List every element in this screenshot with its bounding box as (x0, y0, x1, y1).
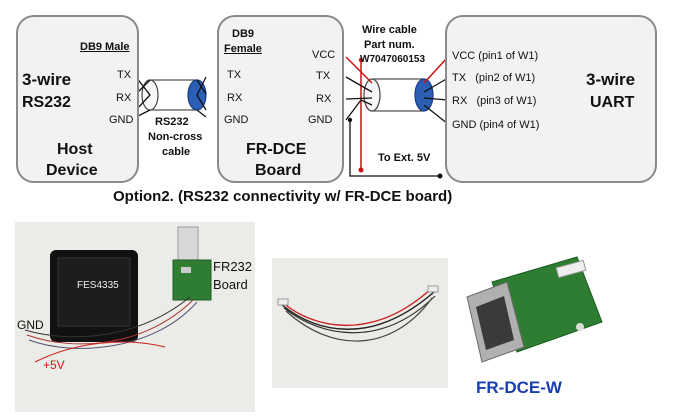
photo-gnd-label: GND (17, 318, 44, 332)
board-right-pin-rx: RX (316, 93, 332, 105)
fr-dce-board-box (217, 15, 344, 183)
board-right-pin-vcc: VCC (312, 49, 336, 61)
board-right-pin-gnd: GND (308, 114, 333, 126)
photo-display-text: FES4335 (77, 280, 119, 291)
wire-cable-label-line1: Wire cable (362, 24, 417, 36)
photo-wire-cable-graphic (277, 285, 439, 342)
rs232-cable-graphic (135, 76, 207, 118)
photo-fr-dce-w-board (462, 252, 612, 370)
wire-cable-graphic (345, 56, 449, 179)
host-device-box (16, 15, 139, 183)
host-title-line1: 3-wire (22, 70, 72, 89)
ext-5v-label: To Ext. 5V (378, 152, 431, 164)
board-name-line2: Board (255, 162, 302, 179)
uart-box (445, 15, 657, 183)
wire-cable-label-line2: Part num. (364, 39, 415, 51)
uart-title-line2: UART (590, 94, 635, 111)
photo-wire-cable (272, 258, 448, 388)
uart-pin-tx: TX (pin2 of W1) (452, 72, 536, 84)
rs232-cable-label-line3: cable (162, 146, 191, 158)
host-pin-tx: TX (117, 69, 132, 81)
uart-pin-vcc: VCC (pin1 of W1) (452, 50, 539, 62)
fr-dce-w-label: FR-DCE-W (476, 378, 562, 397)
photo-device-with-fr232: FES4335 FR232 Board GND +5V (15, 222, 255, 412)
board-left-pin-tx: TX (227, 69, 242, 81)
photo-fr232-label-line1: FR232 (213, 259, 253, 274)
uart-pin-gnd: GND (pin4 of W1) (452, 119, 540, 131)
uart-pin-rx: RX (pin3 of W1) (452, 95, 537, 107)
photo-fr-dce-w-graphic (466, 256, 603, 363)
photo-5v-label: +5V (43, 358, 65, 372)
board-left-pin-gnd: GND (224, 114, 249, 126)
board-right-pin-tx: TX (316, 70, 331, 82)
rs232-cable-label-line2: Non-cross (148, 131, 203, 143)
board-name-line1: FR-DCE (246, 141, 307, 158)
host-db9-header: DB9 Male (80, 41, 130, 53)
host-pin-gnd: GND (109, 114, 134, 126)
board-left-pin-rx: RX (227, 92, 243, 104)
board-db9-header-line1: DB9 (232, 28, 255, 40)
photo-device-graphic (24, 226, 212, 363)
rs232-cable-label-line1: RS232 (155, 116, 189, 128)
board-db9-header-line2: Female (224, 43, 262, 55)
host-name-line2: Device (46, 162, 98, 179)
photo-fr232-label-line2: Board (213, 277, 248, 292)
wire-cable-label-line3: W7047060153 (360, 54, 426, 65)
host-title-line2: RS232 (22, 94, 71, 111)
option2-caption: Option2. (RS232 connectivity w/ FR-DCE b… (113, 188, 453, 205)
uart-title-line1: 3-wire (586, 70, 636, 89)
host-name-line1: Host (57, 141, 93, 158)
host-pin-rx: RX (116, 92, 132, 104)
